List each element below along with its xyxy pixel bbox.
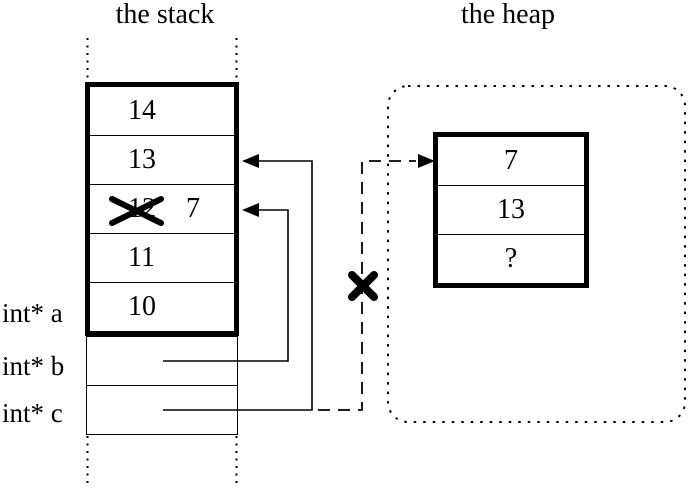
stack-cell-value: 14 (128, 95, 156, 126)
stack-cell-14: 14 (90, 87, 234, 135)
stack-pointer-cells (86, 336, 238, 435)
stack-cell-10: 10 (90, 282, 234, 331)
heap-block-box: 7 13 ? (433, 132, 589, 288)
label-int-c: int* c (2, 398, 63, 428)
stack-cell-11: 11 (90, 233, 234, 282)
stack-cell-value: 13 (128, 144, 156, 175)
invalid-pointer-x-icon (348, 271, 378, 301)
heap-cell-value: ? (504, 243, 518, 274)
heap-cell-value: 7 (504, 145, 518, 176)
arrowhead-left-icon (242, 154, 259, 168)
stack-title: the stack (115, 0, 215, 30)
stack-frame-box: 14 13 12 7 11 10 (85, 82, 239, 336)
stack-cell-value: 10 (128, 291, 156, 322)
arrowhead-left-icon (242, 203, 259, 217)
dangling-heap-arrow (318, 154, 435, 411)
stack-cell-13: 13 (90, 135, 234, 184)
label-int-b: int* b (2, 351, 65, 381)
stack-cell-overwritten: 12 7 (90, 184, 234, 233)
stack-cell-value: 11 (128, 242, 155, 273)
pointer-b-cell (87, 337, 237, 386)
heap-cell-unknown: ? (438, 234, 584, 283)
stack-cell-new-value: 7 (186, 193, 200, 224)
stack-top-dotted-lines (86, 38, 238, 82)
heap-cell-13: 13 (438, 185, 584, 234)
label-int-a: int* a (2, 298, 63, 328)
heap-cell-7: 7 (438, 137, 584, 185)
stack-bottom-dotted-lines (86, 436, 238, 488)
heap-cell-value: 13 (497, 194, 525, 225)
pointer-c-cell (87, 386, 237, 434)
stack-cell-old-value: 12 (128, 193, 156, 224)
heap-title: the heap (460, 0, 556, 30)
